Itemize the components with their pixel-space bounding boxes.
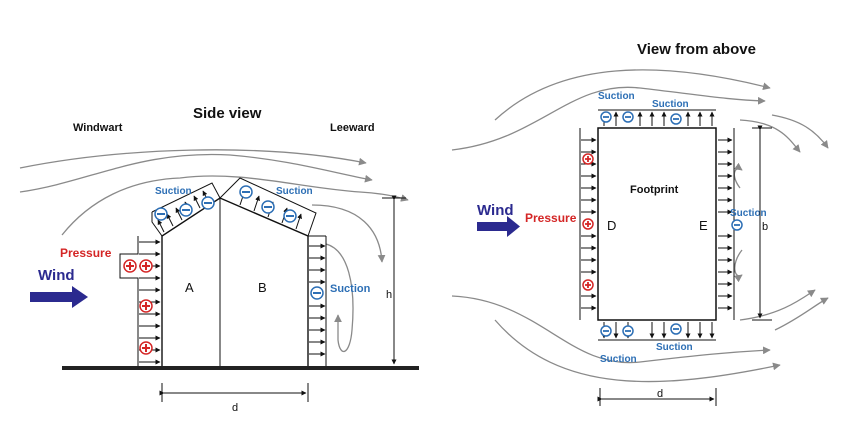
plus-icon bbox=[582, 153, 594, 165]
pressure-label: Pressure bbox=[60, 246, 112, 260]
minus-icon bbox=[154, 207, 168, 221]
top-windward-pressure bbox=[579, 128, 597, 320]
windward-pressure-block bbox=[119, 236, 161, 366]
flow-line bbox=[494, 319, 781, 383]
minus-icon bbox=[670, 113, 682, 125]
height-label: h bbox=[386, 289, 392, 301]
top-flow-lines bbox=[451, 69, 829, 383]
plus-icon bbox=[123, 259, 137, 273]
top-depth-label: d bbox=[657, 388, 663, 400]
top-pressure-label: Pressure bbox=[525, 211, 577, 225]
zone-b-label: B bbox=[258, 280, 267, 295]
suction-label-roof-left: Suction bbox=[155, 186, 192, 197]
zone-e-label: E bbox=[699, 218, 708, 233]
leeward-wall-suction bbox=[308, 235, 327, 366]
suction-arrow bbox=[295, 213, 302, 230]
minus-icon bbox=[670, 323, 682, 335]
flow-line bbox=[451, 295, 771, 364]
depth-label: d bbox=[232, 402, 238, 414]
suction-label-leeward: Suction bbox=[330, 283, 371, 295]
plus-icon bbox=[582, 279, 594, 291]
minus-icon bbox=[239, 185, 253, 199]
suction-label-roof-right: Suction bbox=[276, 186, 313, 197]
flow-line bbox=[451, 86, 766, 151]
suction-arrow bbox=[175, 207, 183, 221]
side-view-title: Side view bbox=[193, 105, 262, 122]
minus-icon bbox=[261, 200, 275, 214]
flow-line bbox=[61, 175, 409, 236]
wind-label: Wind bbox=[38, 267, 75, 284]
suction-label-bottom-left: Suction bbox=[600, 354, 637, 365]
flow-line bbox=[311, 204, 386, 263]
footprint-rectangle bbox=[597, 127, 717, 321]
left-roof-suction bbox=[151, 182, 221, 237]
plus-icon bbox=[582, 218, 594, 230]
building-outline bbox=[161, 197, 309, 366]
wind-arrow-icon bbox=[30, 286, 88, 308]
minus-icon bbox=[600, 325, 612, 337]
flow-line bbox=[739, 289, 816, 321]
flow-line bbox=[733, 162, 743, 189]
width-label: b bbox=[762, 221, 768, 233]
top-wind-arrow-icon bbox=[477, 216, 520, 237]
depth-dimension bbox=[159, 383, 309, 402]
suction-label-top-right: Suction bbox=[652, 99, 689, 110]
top-edge-suction bbox=[598, 109, 716, 126]
suction-label-top-left: Suction bbox=[598, 91, 635, 102]
minus-icon bbox=[622, 325, 634, 337]
suction-label-bottom-right: Suction bbox=[656, 342, 693, 353]
suction-envelope bbox=[219, 177, 317, 237]
side-flow-lines bbox=[19, 149, 409, 352]
minus-icon bbox=[731, 219, 743, 231]
plus-icon bbox=[139, 299, 153, 313]
flow-line bbox=[494, 69, 771, 121]
pressure-envelope bbox=[119, 236, 139, 366]
suction-arrow bbox=[253, 195, 260, 212]
flow-line bbox=[19, 149, 367, 169]
right-edge-suction bbox=[718, 128, 743, 320]
minus-icon bbox=[310, 286, 324, 300]
right-roof-suction bbox=[219, 177, 317, 237]
zone-d-label: D bbox=[607, 218, 616, 233]
flow-line bbox=[325, 243, 354, 352]
top-view: View from above Footprint D E bbox=[451, 41, 829, 406]
flow-line bbox=[771, 114, 829, 149]
suction-arrow bbox=[157, 219, 165, 233]
top-view-title: View from above bbox=[637, 41, 756, 58]
top-depth-dimension bbox=[597, 388, 717, 406]
minus-icon bbox=[179, 203, 193, 217]
suction-arrow bbox=[166, 213, 174, 227]
height-dimension bbox=[382, 195, 406, 365]
minus-icon bbox=[622, 111, 634, 123]
top-wind-label: Wind bbox=[477, 202, 514, 219]
flow-line bbox=[19, 153, 373, 193]
footprint-label: Footprint bbox=[630, 184, 679, 196]
suction-label-right: Suction bbox=[730, 208, 767, 219]
bottom-edge-suction bbox=[598, 322, 716, 341]
ground-line bbox=[62, 366, 419, 370]
plus-icon bbox=[139, 341, 153, 355]
width-dimension bbox=[752, 125, 772, 321]
zone-a-label: A bbox=[185, 280, 194, 295]
side-view: Side view Windwart Leeward A B bbox=[19, 105, 419, 414]
minus-icon bbox=[201, 196, 215, 210]
flow-line bbox=[734, 249, 743, 283]
suction-envelope bbox=[151, 182, 221, 237]
leeward-label: Leeward bbox=[330, 122, 375, 134]
flow-line bbox=[774, 297, 829, 331]
flow-line bbox=[739, 119, 801, 153]
minus-icon bbox=[600, 111, 612, 123]
windward-label: Windwart bbox=[73, 122, 123, 134]
suction-arrow bbox=[193, 195, 201, 209]
plus-icon bbox=[139, 259, 153, 273]
minus-icon bbox=[283, 209, 297, 223]
